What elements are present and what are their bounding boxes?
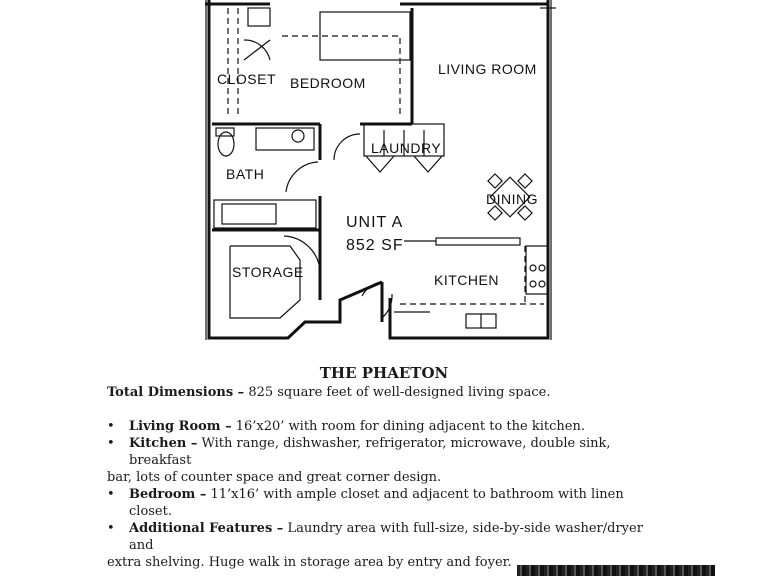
bullet-icon: • [107, 419, 115, 434]
feature-text: 16’x20’ with room for dining adjacent to… [235, 419, 585, 434]
bullet-icon: • [107, 487, 115, 502]
dining-label: DINING [486, 191, 538, 207]
kitchen-label: KITCHEN [434, 272, 499, 288]
list-item: • Living Room – 16’x20’ with room for di… [107, 418, 667, 435]
outer-walls [205, 0, 556, 340]
bullet-icon: • [107, 521, 115, 536]
closet-label: CLOSET [217, 71, 276, 87]
feature-label: Kitchen – [129, 436, 198, 451]
living-room-label: LIVING ROOM [438, 61, 537, 77]
floor-plan: CLOSET BEDROOM LIVING ROOM LAUNDRY BATH … [205, 0, 556, 340]
list-item: • Additional Features – Laundry area wit… [107, 520, 667, 571]
feature-text: 11’x16’ with ample closet and adjacent t… [129, 487, 624, 519]
total-dimensions-text: 825 square feet of well-designed living … [248, 385, 551, 400]
unit-name-label: UNIT A [346, 214, 403, 231]
bedroom-walls [212, 7, 414, 126]
feature-text-continued: extra shelving. Huge walk in storage are… [107, 555, 512, 570]
feature-label: Additional Features – [129, 521, 284, 536]
feature-text-continued: bar, lots of counter space and great cor… [107, 470, 442, 485]
feature-text: With range, dishwasher, refrigerator, mi… [129, 436, 611, 468]
bath-label: BATH [226, 166, 264, 182]
bath-fixtures [212, 124, 322, 232]
feature-text: Laundry area with full-size, side-by-sid… [129, 521, 643, 553]
storage-label: STORAGE [232, 264, 304, 280]
list-item: • Kitchen – With range, dishwasher, refr… [107, 435, 667, 486]
scan-stamp-image [517, 565, 715, 576]
unit-size-label: 852 SF [346, 237, 404, 254]
feature-list: • Living Room – 16’x20’ with room for di… [107, 418, 667, 571]
total-dimensions: Total Dimensions – 825 square feet of we… [107, 384, 667, 401]
laundry-label: LAUNDRY [371, 140, 441, 156]
laundry-area [333, 123, 445, 173]
bedroom-label: BEDROOM [290, 75, 366, 91]
dining-table [487, 173, 533, 221]
plan-title: THE PHAETON [319, 364, 449, 382]
bullet-icon: • [107, 436, 115, 451]
storage-walls [229, 230, 322, 319]
total-dimensions-label: Total Dimensions – [107, 385, 245, 400]
kitchen-counters [361, 237, 549, 329]
feature-label: Living Room – [129, 419, 232, 434]
list-item: • Bedroom – 11’x16’ with ample closet an… [107, 486, 667, 520]
feature-label: Bedroom – [129, 487, 207, 502]
